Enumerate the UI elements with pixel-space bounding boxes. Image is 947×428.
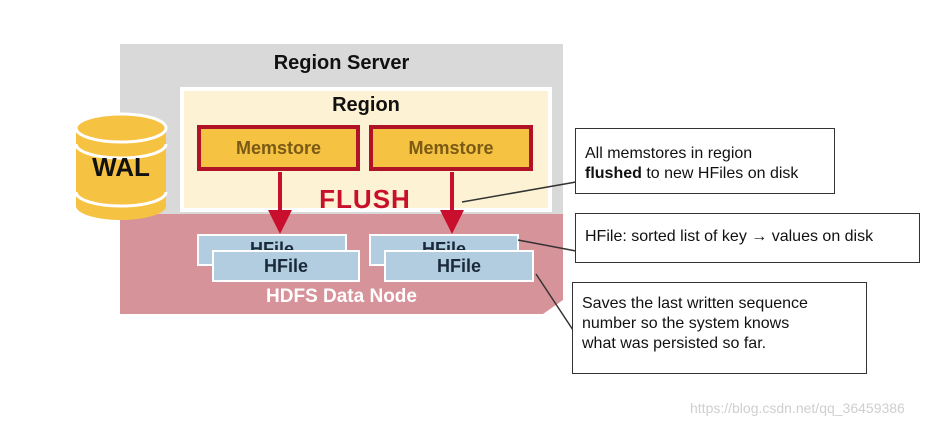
callout-seq-line3: what was persisted so far. [582, 335, 767, 352]
callout-flush-line1: All memstores in region [585, 145, 753, 162]
callout-seq-line2: number so the system knows [582, 315, 790, 332]
region-title: Region [332, 94, 400, 116]
watermark: https://blog.csdn.net/qq_36459386 [690, 400, 905, 416]
callout-flush: All memstores in region flushed to new H… [575, 128, 835, 194]
callout-hfile: HFile: sorted list of key → values on di… [575, 213, 920, 263]
wal-database-icon [74, 112, 168, 220]
flush-label: FLUSH [319, 184, 411, 214]
callout-flush-line [461, 181, 577, 203]
hfile-front-1: HFile [212, 250, 360, 282]
wal-label: WAL [92, 152, 150, 182]
callout-sequence: Saves the last written sequence number s… [572, 282, 867, 374]
callout-seq-line [535, 273, 574, 331]
hfile-front-2: HFile [384, 250, 534, 282]
memstore-2: Memstore [369, 125, 533, 171]
callout-flush-bold: flushed [585, 165, 642, 182]
callout-flush-rest: to new HFiles on disk [641, 165, 799, 182]
hdfs-label: HDFS Data Node [266, 286, 417, 307]
callout-hfile-text: HFile: sorted list of key → values on di… [585, 228, 874, 245]
callout-hfile-line [517, 239, 577, 252]
region-server-title: Region Server [273, 52, 410, 74]
callout-seq-line1: Saves the last written sequence [582, 295, 808, 312]
memstore-1: Memstore [197, 125, 360, 171]
